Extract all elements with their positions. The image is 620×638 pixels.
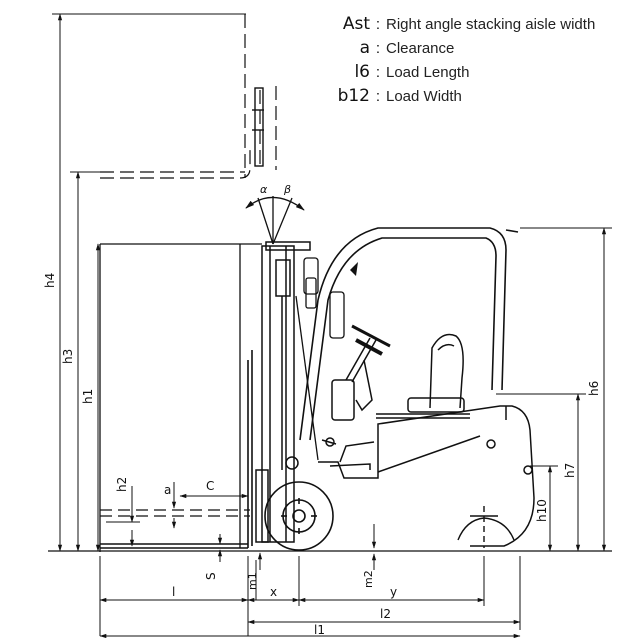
h2-label: h2 [115, 477, 129, 492]
clearance-dimensions [171, 482, 249, 529]
fork-thickness-dimension [217, 534, 263, 600]
legend-row-ast: Ast : Right angle stacking aisle width [318, 14, 618, 38]
right-height-dimensions [496, 227, 612, 552]
legend-colon: : [375, 64, 381, 81]
legend-row-a: a : Clearance [318, 38, 618, 62]
legend-row-l6: l6 : Load Length [318, 62, 618, 86]
fork [100, 350, 253, 549]
front-wheel [264, 481, 334, 551]
c-label: C [206, 479, 214, 493]
chassis [318, 405, 535, 547]
rear-wheel [457, 506, 515, 548]
h6-label: h6 [587, 381, 601, 396]
height-dimensions [52, 13, 246, 552]
h7-label: h7 [563, 463, 577, 478]
raised-carriage [252, 87, 264, 167]
alpha-label: α [260, 183, 268, 196]
steering-wheel [355, 338, 383, 356]
s-label: S [204, 572, 218, 580]
legend-symbol: b12 [337, 86, 370, 106]
x-label: x [270, 585, 277, 599]
legend-row-b12: b12 : Load Width [318, 86, 618, 110]
y-label: y [390, 585, 397, 599]
lowered-load-outline [99, 243, 262, 552]
symbol-legend: Ast : Right angle stacking aisle width a… [318, 14, 618, 110]
legend-colon: : [375, 40, 381, 57]
legend-symbol: l6 [354, 62, 370, 82]
h10-label: h10 [535, 499, 549, 522]
steering-column [321, 324, 391, 447]
m2-label: m2 [362, 570, 375, 588]
legend-colon: : [375, 16, 381, 33]
raised-load-outline [100, 14, 277, 179]
lift-chain [295, 257, 345, 461]
m1-label: m1 [246, 572, 259, 590]
l1-label: l1 [314, 623, 325, 637]
length-dimensions [99, 556, 521, 638]
tilt-angle-indicator [245, 196, 305, 245]
fork-dashed [100, 509, 250, 517]
a-label: a [164, 483, 171, 497]
h4-label: h4 [43, 273, 57, 288]
h3-label: h3 [61, 349, 75, 364]
guard-light-icon [350, 262, 358, 276]
l-label: l [172, 585, 175, 599]
beta-label: β [283, 183, 291, 196]
legend-symbol: a [359, 38, 370, 58]
legend-description: Clearance [386, 40, 455, 57]
operator-seat [376, 333, 470, 419]
legend-description: Load Width [386, 88, 462, 105]
h1-label: h1 [81, 389, 95, 404]
legend-colon: : [375, 88, 381, 105]
legend-description: Right angle stacking aisle width [386, 16, 596, 33]
l2-label: l2 [380, 607, 391, 621]
legend-symbol: Ast [342, 14, 370, 34]
legend-description: Load Length [386, 64, 470, 81]
overhead-guard [299, 227, 519, 441]
mast [255, 241, 311, 543]
